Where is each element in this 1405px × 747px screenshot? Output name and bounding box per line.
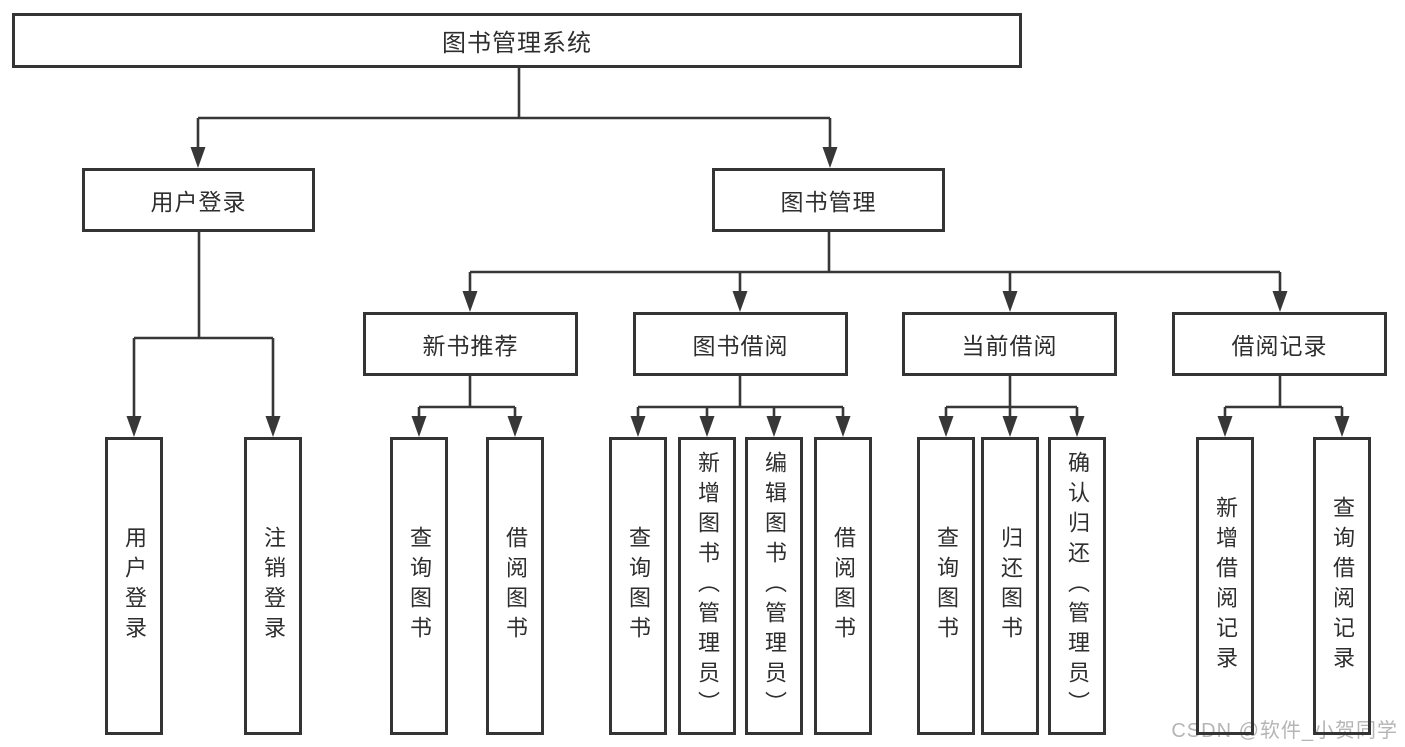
leaf-br-add-record-label: 新增借阅记录: [1213, 496, 1238, 676]
node-book-borrow: 图书借阅: [633, 312, 848, 376]
connector-current-borrow-to-leaves: [938, 376, 1085, 437]
leaf-cb-confirm-return: 确认归还（管理员）: [1048, 437, 1106, 735]
arrowhead-leaf-user-login: [126, 416, 142, 437]
arrowhead-user-login: [190, 147, 206, 168]
arrowhead-book-mgmt: [822, 147, 838, 168]
csdn-watermark: CSDN @软件_小贺同学: [1171, 720, 1398, 742]
leaf-user-login-label: 用户登录: [122, 526, 147, 646]
leaf-rec-query-book-label: 查询图书: [407, 526, 432, 646]
leaf-cb-query-book-label: 查询图书: [934, 526, 959, 646]
arrowhead-borrow-record: [1272, 291, 1288, 312]
connector-user-login-to-leaves: [126, 232, 281, 437]
node-new-book-rec-label: 新书推荐: [422, 333, 519, 359]
leaf-cb-return-book: 归还图书: [981, 437, 1039, 735]
arrowhead-current-borrow: [1002, 291, 1018, 312]
leaf-bb-query-book: 查询图书: [609, 437, 667, 735]
connector-borrow-record-to-leaves: [1217, 376, 1350, 437]
leaf-br-query-record: 查询借阅记录: [1313, 437, 1371, 735]
node-borrow-record: 借阅记录: [1172, 312, 1387, 376]
leaf-br-add-record: 新增借阅记录: [1196, 437, 1254, 735]
leaf-cb-query-book: 查询图书: [917, 437, 975, 735]
leaf-bb-query-book-label: 查询图书: [626, 526, 651, 646]
leaf-logout-label: 注销登录: [261, 526, 286, 646]
node-current-borrow: 当前借阅: [902, 312, 1117, 376]
node-root: 图书管理系统: [12, 13, 1022, 68]
node-book-mgmt: 图书管理: [712, 168, 945, 232]
node-current-borrow-label: 当前借阅: [961, 333, 1058, 359]
node-user-login-label: 用户登录: [150, 189, 247, 215]
node-user-login: 用户登录: [82, 168, 315, 232]
leaf-rec-borrow-book-label: 借阅图书: [503, 526, 528, 646]
leaf-bb-edit-book: 编辑图书（管理员）: [745, 437, 803, 735]
connector-book-mgmt-to-level3: [462, 232, 1288, 312]
leaf-logout: 注销登录: [244, 437, 302, 735]
leaf-rec-query-book: 查询图书: [390, 437, 448, 735]
leaf-bb-borrow-book-label: 借阅图书: [831, 526, 856, 646]
leaf-cb-return-book-label: 归还图书: [998, 526, 1023, 646]
leaf-rec-borrow-book: 借阅图书: [486, 437, 544, 735]
node-new-book-rec: 新书推荐: [363, 312, 578, 376]
node-book-borrow-label: 图书借阅: [692, 333, 789, 359]
leaf-bb-add-book: 新增图书（管理员）: [678, 437, 736, 735]
node-book-mgmt-label: 图书管理: [780, 189, 877, 215]
arrowhead-leaf-logout: [265, 416, 281, 437]
leaf-br-query-record-label: 查询借阅记录: [1330, 496, 1355, 676]
connector-root-to-level2: [190, 68, 838, 168]
node-root-label: 图书管理系统: [442, 30, 592, 57]
leaf-user-login: 用户登录: [105, 437, 163, 735]
leaf-bb-edit-book-label: 编辑图书（管理员）: [762, 451, 787, 721]
arrowhead-new-book-rec: [462, 291, 478, 312]
node-borrow-record-label: 借阅记录: [1231, 333, 1328, 359]
arrowhead-book-borrow: [732, 291, 748, 312]
connector-new-book-rec-to-leaves: [411, 376, 523, 437]
leaf-bb-borrow-book: 借阅图书: [814, 437, 872, 735]
leaf-bb-add-book-label: 新增图书（管理员）: [695, 451, 720, 721]
connector-book-borrow-to-leaves: [630, 376, 851, 437]
leaf-cb-confirm-return-label: 确认归还（管理员）: [1065, 451, 1090, 721]
